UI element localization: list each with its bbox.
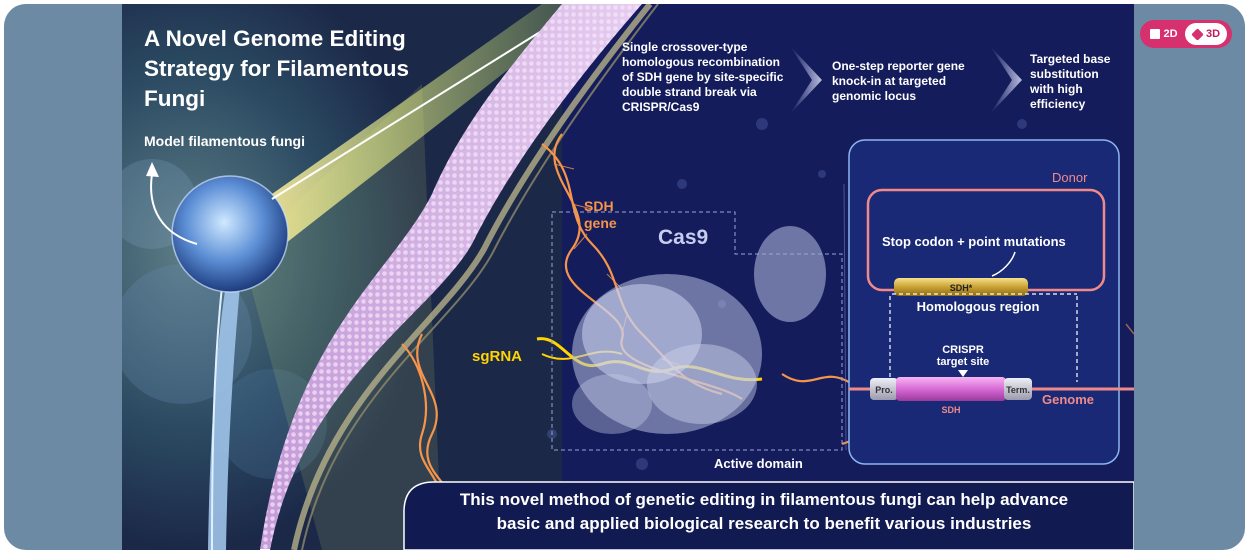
svg-text:with high: with high xyxy=(1029,82,1083,96)
svg-text:of SDH gene by site-specific: of SDH gene by site-specific xyxy=(622,70,784,84)
sdh-label: SDH xyxy=(941,405,960,415)
donor-label: Donor xyxy=(1052,170,1088,185)
promoter-segment xyxy=(870,378,898,400)
sdh-gene-label-1: SDH xyxy=(584,198,614,214)
svg-text:One-step reporter gene: One-step reporter gene xyxy=(832,59,965,73)
cas9-outline xyxy=(551,211,843,451)
cas9-protein xyxy=(572,226,826,434)
title-line-2: Strategy for Filamentous xyxy=(144,56,409,81)
model-fungi-label: Model filamentous fungi xyxy=(144,133,305,149)
homologous-region-label: Homologous region xyxy=(917,299,1040,314)
view-mode-toggle[interactable]: 2D 3D xyxy=(1140,20,1232,48)
step-2: One-step reporter gene knock-in at targe… xyxy=(832,59,965,103)
title-line-3: Fungi xyxy=(144,86,205,111)
crispr-label-1: CRISPR xyxy=(942,344,984,356)
square-icon xyxy=(1150,29,1161,39)
sdh-gene-label-2: gene xyxy=(584,215,617,231)
svg-text:efficiency: efficiency xyxy=(1030,97,1086,111)
chevron-right-icon xyxy=(990,46,1022,114)
svg-text:knock-in at targeted: knock-in at targeted xyxy=(832,74,946,88)
arrow-down-icon xyxy=(958,370,968,377)
cell-membrane xyxy=(260,4,659,550)
sdh-star-label: SDH* xyxy=(950,283,973,293)
svg-text:homologous recombination: homologous recombination xyxy=(622,55,780,69)
illustration: A Novel Genome Editing Strategy for Fila… xyxy=(122,4,1134,550)
image-frame: A Novel Genome Editing Strategy for Fila… xyxy=(4,4,1245,550)
sdh-segment xyxy=(896,377,1006,401)
footer-line-2: basic and applied biological research to… xyxy=(497,514,1032,533)
diagram-svg: A Novel Genome Editing Strategy for Fila… xyxy=(122,4,1134,550)
crispr-label-2: target site xyxy=(937,356,990,368)
editing-panel: Donor Stop codon + point mutations SDH* … xyxy=(848,139,1134,465)
arrow-up-icon xyxy=(146,162,159,177)
svg-text:substitution: substitution xyxy=(1030,67,1099,81)
step-3: Targeted base substitution with high eff… xyxy=(1029,52,1111,111)
fungus-illustration xyxy=(146,31,541,550)
svg-text:genomic locus: genomic locus xyxy=(832,89,916,103)
step-1: Single crossover-type homologous recombi… xyxy=(622,40,784,114)
term-label: Term. xyxy=(1006,385,1030,395)
spore-icon xyxy=(172,176,288,292)
terminator-segment xyxy=(1004,378,1032,400)
svg-text:Single crossover-type: Single crossover-type xyxy=(622,40,748,54)
pro-label: Pro. xyxy=(875,385,893,395)
sgrna-label: sgRNA xyxy=(472,348,522,365)
view-2d-button[interactable]: 2D xyxy=(1145,23,1183,45)
footer-line-1: This novel method of genetic editing in … xyxy=(460,490,1068,509)
title-line-1: A Novel Genome Editing xyxy=(144,26,406,51)
view-3d-button[interactable]: 3D xyxy=(1185,23,1227,45)
footer-banner: This novel method of genetic editing in … xyxy=(403,481,1134,550)
chevron-right-icon xyxy=(790,46,822,114)
active-domain-label: Active domain xyxy=(714,456,803,471)
svg-text:double strand break via: double strand break via xyxy=(622,85,757,99)
cube-icon xyxy=(1191,27,1204,41)
svg-text:Targeted base: Targeted base xyxy=(1030,52,1111,66)
cas9-label: Cas9 xyxy=(658,226,708,249)
genome-label: Genome xyxy=(1042,392,1094,407)
stop-codon-label: Stop codon + point mutations xyxy=(882,234,1066,249)
sdh-star-segment xyxy=(894,278,1028,296)
svg-text:CRISPR/Cas9: CRISPR/Cas9 xyxy=(622,100,700,114)
